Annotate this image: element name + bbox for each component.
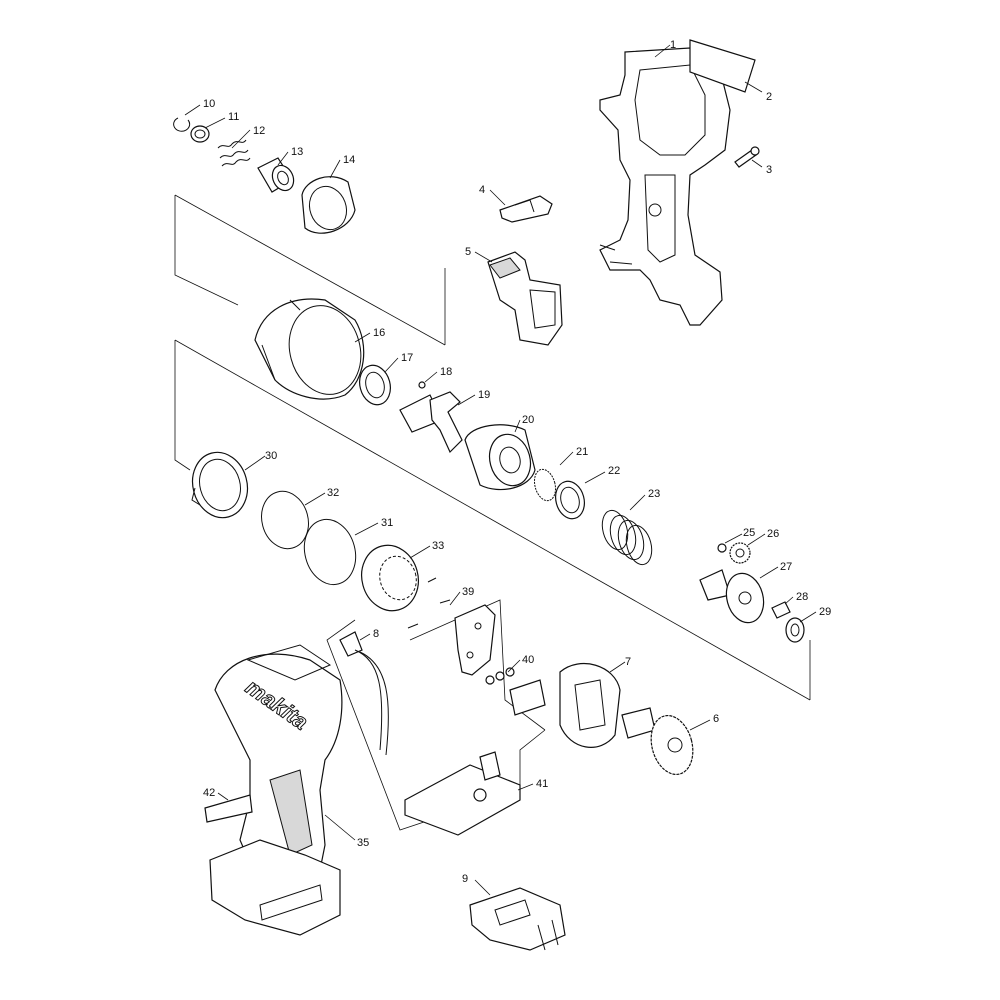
part-20-hammer[interactable] (464, 424, 536, 491)
callout-29: 29 (819, 606, 831, 618)
part-41-controller[interactable] (404, 751, 521, 836)
part-29-washer[interactable] (785, 617, 805, 643)
part-13-sleeve[interactable] (257, 157, 298, 194)
callout-9: 9 (462, 873, 468, 885)
callout-1: 1 (670, 39, 676, 51)
callout-20: 20 (522, 414, 534, 426)
part-31-o-ring[interactable] (297, 514, 362, 591)
part-21-o-ring[interactable] (531, 467, 559, 503)
callout-33: 33 (432, 540, 444, 552)
part-35-tool-body[interactable]: makita (209, 644, 343, 936)
part-8-lead-wire[interactable] (339, 631, 389, 756)
callout-7: 7 (625, 656, 631, 668)
callout-5: 5 (465, 246, 471, 258)
callout-2: 2 (766, 91, 772, 103)
callout-41: 41 (536, 778, 548, 790)
part-10-snap-ring[interactable] (173, 117, 191, 132)
callout-labels: 1 2 3 4 5 6 7 8 9 10 11 12 13 14 16 17 1… (203, 39, 831, 885)
callout-21: 21 (576, 446, 588, 458)
leader-lines (184, 44, 817, 896)
part-6-rotor[interactable] (621, 707, 699, 779)
part-28-pin[interactable] (771, 601, 791, 619)
part-1-housing[interactable] (599, 47, 731, 326)
callout-25: 25 (743, 527, 755, 539)
callout-40: 40 (522, 654, 534, 666)
callout-12: 12 (253, 125, 265, 137)
callout-39: 39 (462, 586, 474, 598)
callout-6: 6 (713, 713, 719, 725)
part-40-terminal[interactable] (485, 667, 546, 716)
callout-28: 28 (796, 591, 808, 603)
callout-18: 18 (440, 366, 452, 378)
callout-27: 27 (780, 561, 792, 573)
part-11-washer[interactable] (190, 125, 210, 143)
part-16-hammer-case[interactable] (254, 297, 370, 402)
part-22-washer[interactable] (552, 478, 589, 522)
part-18-steel-ball[interactable] (418, 381, 426, 389)
callout-19: 19 (478, 389, 490, 401)
callout-31: 31 (381, 517, 393, 529)
part-27-spindle-gear[interactable] (699, 569, 769, 627)
callout-10: 10 (203, 98, 215, 110)
part-4-switch-lever[interactable] (499, 195, 553, 223)
callout-30: 30 (265, 450, 277, 462)
part-5-switch[interactable] (487, 251, 563, 346)
part-3-screw[interactable] (734, 146, 760, 168)
part-32-o-ring[interactable] (255, 486, 314, 554)
part-30-ring-gear[interactable] (185, 446, 254, 524)
part-12-spring[interactable] (217, 139, 251, 167)
part-14-anvil-cap[interactable] (301, 176, 356, 235)
callout-26: 26 (767, 528, 779, 540)
part-33-bearing-retainer[interactable] (354, 539, 451, 629)
callout-17: 17 (401, 352, 413, 364)
callout-22: 22 (608, 465, 620, 477)
callout-13: 13 (291, 146, 303, 158)
part-19-spindle[interactable] (399, 391, 463, 454)
callout-4: 4 (479, 184, 485, 196)
callout-32: 32 (327, 487, 339, 499)
part-42-label[interactable] (204, 794, 253, 823)
callout-16: 16 (373, 327, 385, 339)
part-25-steel-ball[interactable] (717, 543, 727, 553)
callout-8: 8 (373, 628, 379, 640)
callout-23: 23 (648, 488, 660, 500)
part-17-washer[interactable] (355, 362, 394, 408)
part-26-gear[interactable] (729, 542, 751, 564)
part-23-compression-spring[interactable] (598, 508, 656, 568)
callout-11: 11 (228, 111, 239, 123)
part-9-terminal[interactable] (469, 887, 566, 951)
callout-42: 42 (203, 787, 215, 799)
callout-14: 14 (343, 154, 355, 166)
callout-3: 3 (766, 164, 772, 176)
callout-35: 35 (357, 837, 369, 849)
part-2-label[interactable] (689, 39, 756, 93)
part-39-plate[interactable] (454, 604, 496, 676)
part-7-stator[interactable] (559, 663, 621, 748)
